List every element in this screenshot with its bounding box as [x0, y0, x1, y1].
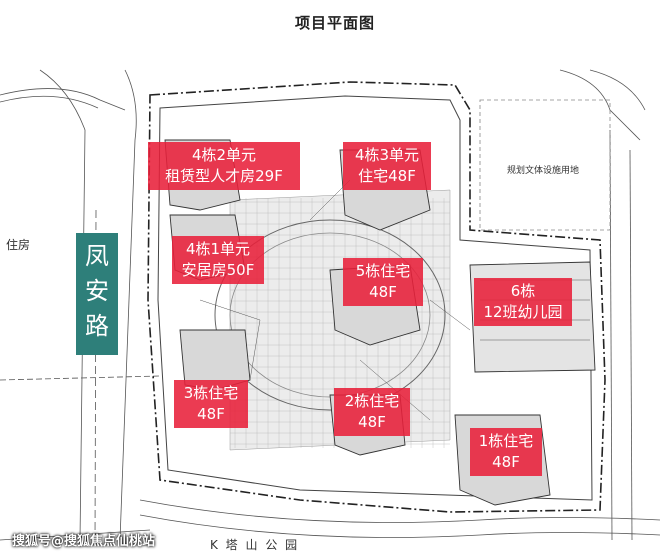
- building-type: 安居房50F: [181, 261, 255, 279]
- building-type: 住宅48F: [358, 167, 416, 185]
- road-label-char: 路: [85, 312, 109, 340]
- building-type: 48F: [369, 283, 397, 301]
- road-label-char: 凤: [85, 242, 109, 270]
- building-type: 48F: [358, 413, 386, 431]
- page-title: 项目平面图: [294, 14, 375, 32]
- building-label-1: 1栋住宅 48F: [470, 428, 542, 476]
- building-label-4-unit-3: 4栋3单元 住宅48F: [343, 142, 431, 190]
- road-label-fengan: 凤 安 路: [76, 233, 118, 355]
- building-label-6: 6栋 12班幼儿园: [474, 278, 572, 326]
- building-type: 租赁型人才房29F: [165, 167, 283, 185]
- building-name: 5栋住宅: [355, 262, 411, 280]
- watermark: 搜狐号@搜狐焦点仙桃站: [12, 534, 156, 549]
- planned-plot-label: 规划文体设施用地: [507, 166, 580, 176]
- building-name: 2栋住宅: [344, 392, 400, 410]
- building-name: 4栋3单元: [354, 146, 420, 164]
- left-edge-text: 住房: [6, 238, 31, 252]
- building-label-4-unit-1: 4栋1单元 安居房50F: [172, 236, 264, 284]
- road-label-char: 安: [85, 277, 109, 305]
- park-label: K 塔 山 公 园: [210, 538, 300, 552]
- building-label-2: 2栋住宅 48F: [334, 388, 410, 436]
- building-type: 48F: [492, 453, 520, 471]
- building-name: 4栋1单元: [185, 240, 251, 258]
- building-name: 3栋住宅: [183, 384, 239, 402]
- building-name: 1栋住宅: [478, 432, 534, 450]
- building-type: 12班幼儿园: [483, 303, 563, 321]
- building-label-3: 3栋住宅 48F: [174, 380, 248, 428]
- building-type: 48F: [197, 405, 225, 423]
- building-label-4-unit-2: 4栋2单元 租赁型人才房29F: [148, 142, 300, 190]
- building-name: 6栋: [510, 282, 536, 300]
- building-name: 4栋2单元: [191, 146, 257, 164]
- building-label-5: 5栋住宅 48F: [343, 258, 423, 306]
